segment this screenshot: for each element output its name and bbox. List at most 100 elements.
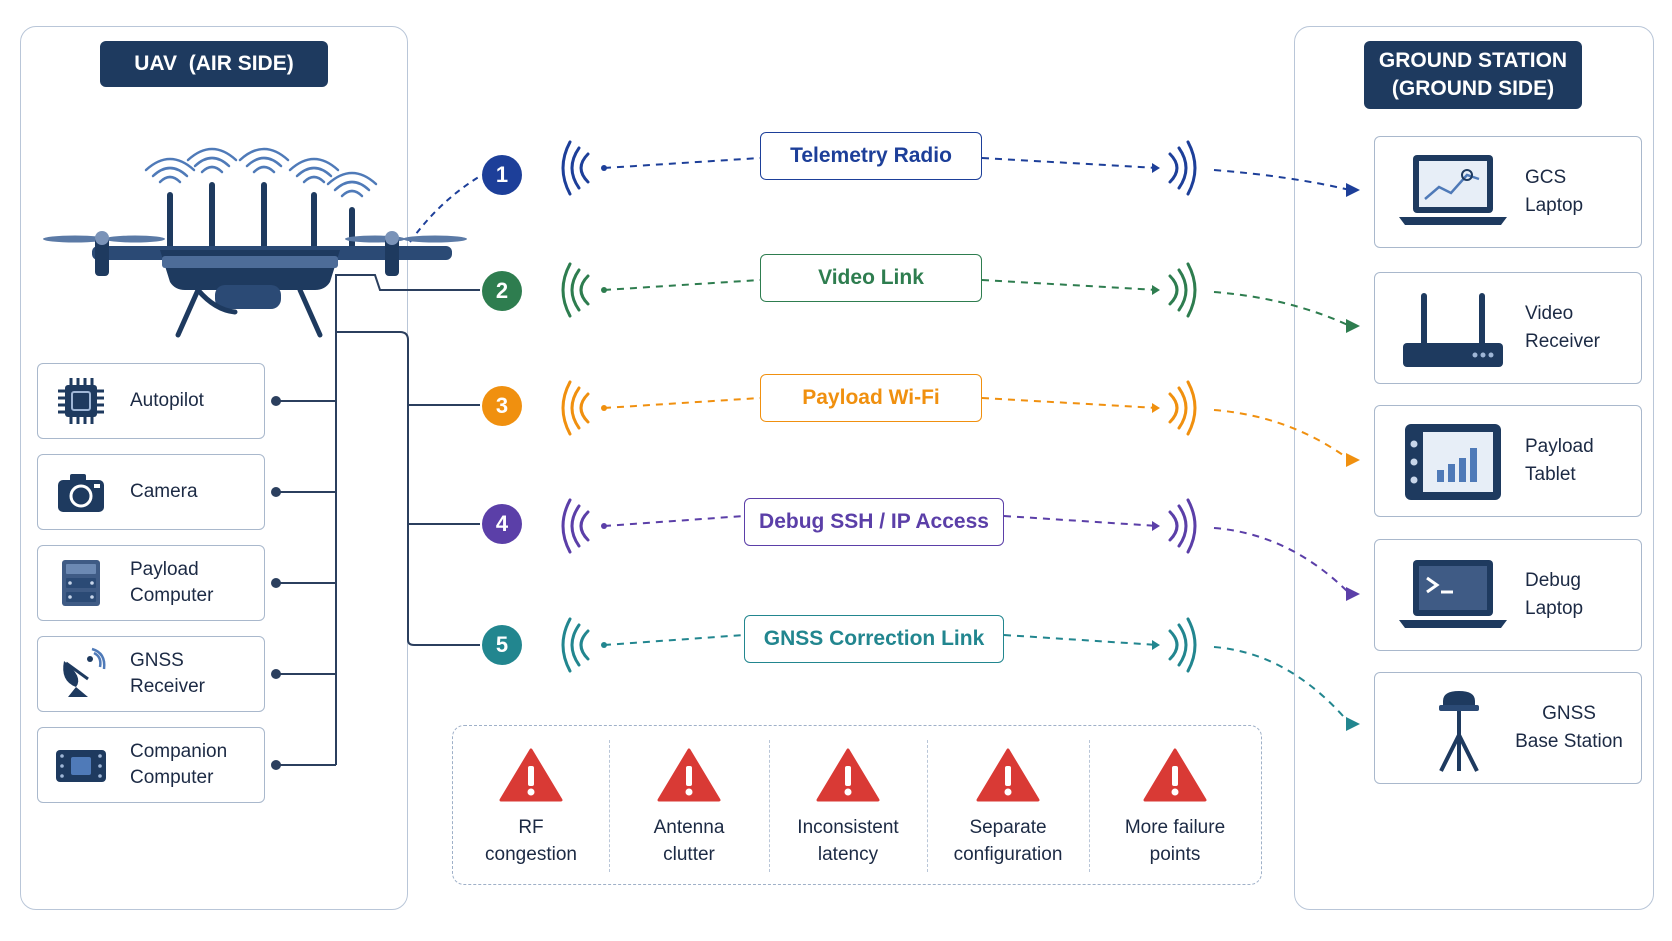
link-badge-4: 4 — [482, 504, 522, 544]
warning-icon — [657, 748, 721, 802]
radio-wave-left-icon — [579, 152, 590, 184]
radio-wave-left-icon — [561, 617, 572, 673]
link-line-right — [1003, 515, 1159, 527]
radio-wave-left-icon — [579, 629, 590, 661]
component-camera: Camera — [37, 454, 265, 530]
device-arrow-head — [1346, 183, 1360, 197]
link-badge-2: 2 — [482, 271, 522, 311]
satellite-dish-icon — [63, 647, 106, 697]
link-label-video: Video Link — [760, 254, 982, 302]
radio-wave-right-icon — [1177, 386, 1188, 430]
link-line-right — [981, 397, 1159, 409]
link-line-to-device — [1213, 527, 1351, 595]
link-badge-1: 1 — [482, 155, 522, 195]
issue-divider — [609, 740, 610, 872]
link-line-to-device — [1213, 169, 1351, 191]
warning-icon — [816, 748, 880, 802]
issue-inconsistent-latency: Inconsistent latency — [769, 726, 927, 884]
issues-panel: RF congestion Antenna clutter Inconsiste… — [452, 725, 1262, 885]
radio-wave-right-icon — [1168, 274, 1179, 306]
link-line-left — [603, 515, 745, 527]
device-label: Video Receiver — [1525, 303, 1600, 352]
radio-wave-left-icon — [570, 146, 581, 190]
issue-label: Separate configuration — [953, 817, 1063, 865]
radio-wave-left-icon — [570, 504, 581, 548]
radio-wave-right-icon — [1177, 268, 1188, 312]
radio-wave-right-icon — [1186, 380, 1197, 436]
link-badge-5: 5 — [482, 625, 522, 665]
warning-icon — [1143, 748, 1207, 802]
component-autopilot: Autopilot — [37, 363, 265, 439]
device-arrow-head — [1346, 717, 1360, 731]
issue-label: More failure points — [1124, 817, 1226, 865]
tablet-icon — [1405, 424, 1501, 500]
issue-divider — [1089, 740, 1090, 872]
radio-wave-left-icon — [579, 392, 590, 424]
drone-icon — [43, 147, 467, 338]
radio-wave-right-icon — [1186, 140, 1197, 196]
router-icon — [1403, 293, 1503, 367]
server-icon — [62, 560, 100, 606]
issue-more-failure-points: More failure points — [1089, 726, 1261, 884]
device-label: GNSS Base Station — [1515, 703, 1623, 752]
air-side-title: UAV (AIR SIDE) — [100, 41, 328, 87]
issue-label: Inconsistent latency — [797, 817, 899, 865]
component-label: Camera — [130, 481, 198, 502]
issue-separate-configuration: Separate configuration — [927, 726, 1089, 884]
radio-wave-right-icon — [1168, 510, 1179, 542]
radio-wave-left-icon — [561, 140, 572, 196]
link-line-right — [981, 157, 1159, 169]
component-label: Autopilot — [130, 390, 204, 411]
radio-wave-right-icon — [1168, 629, 1179, 661]
component-label: Companion Computer — [130, 741, 228, 788]
terminal-laptop-icon — [1399, 560, 1507, 628]
device-gnss-base-station: GNSS Base Station — [1374, 672, 1642, 784]
link-arrow-head — [1152, 640, 1160, 650]
device-arrow-head — [1346, 587, 1360, 601]
chip-icon — [58, 378, 104, 424]
device-arrow-head — [1346, 319, 1360, 333]
component-gnss-receiver: GNSS Receiver — [37, 636, 265, 712]
camera-icon — [58, 474, 104, 512]
radio-wave-left-icon — [561, 498, 572, 554]
link-label-debug-ssh: Debug SSH / IP Access — [744, 498, 1004, 546]
link-line-left — [603, 634, 745, 646]
component-payload-computer: Payload Computer — [37, 545, 265, 621]
issue-divider — [769, 740, 770, 872]
device-arrow-head — [1346, 453, 1360, 467]
radio-wave-left-icon — [561, 380, 572, 436]
radio-wave-left-icon — [570, 268, 581, 312]
link-arrow-head — [1152, 403, 1160, 413]
radio-wave-right-icon — [1168, 392, 1179, 424]
link-line-left — [603, 397, 761, 409]
link-line-right — [981, 279, 1159, 291]
issue-label: Antenna clutter — [653, 817, 725, 865]
warning-icon — [499, 748, 563, 802]
link-line-to-device — [1213, 291, 1351, 327]
laptop-chart-icon — [1399, 155, 1507, 225]
device-gcs-laptop: GCS Laptop — [1374, 136, 1642, 248]
device-label: Payload Tablet — [1525, 436, 1594, 485]
radio-wave-left-icon — [579, 274, 590, 306]
link-arrow-head — [1152, 521, 1160, 531]
link-line-left — [603, 279, 761, 291]
link-arrow-head — [1152, 285, 1160, 295]
issue-antenna-clutter: Antenna clutter — [609, 726, 769, 884]
link-arrow-head — [1152, 163, 1160, 173]
radio-wave-left-icon — [570, 386, 581, 430]
device-payload-tablet: Payload Tablet — [1374, 405, 1642, 517]
radio-wave-right-icon — [1177, 146, 1188, 190]
radio-wave-right-icon — [1186, 262, 1197, 318]
link-line-left — [603, 157, 761, 169]
link-label-telemetry: Telemetry Radio — [760, 132, 982, 180]
device-video-receiver: Video Receiver — [1374, 272, 1642, 384]
radio-wave-left-icon — [561, 262, 572, 318]
link-line-right — [1003, 634, 1159, 646]
device-label: GCS Laptop — [1525, 167, 1584, 216]
ground-side-title: GROUND STATION (GROUND SIDE) — [1364, 41, 1582, 109]
radio-wave-left-icon — [570, 623, 581, 667]
tripod-antenna-icon — [1439, 691, 1479, 772]
issue-rf-congestion: RF congestion — [453, 726, 609, 884]
component-label: Payload Computer — [130, 559, 214, 606]
